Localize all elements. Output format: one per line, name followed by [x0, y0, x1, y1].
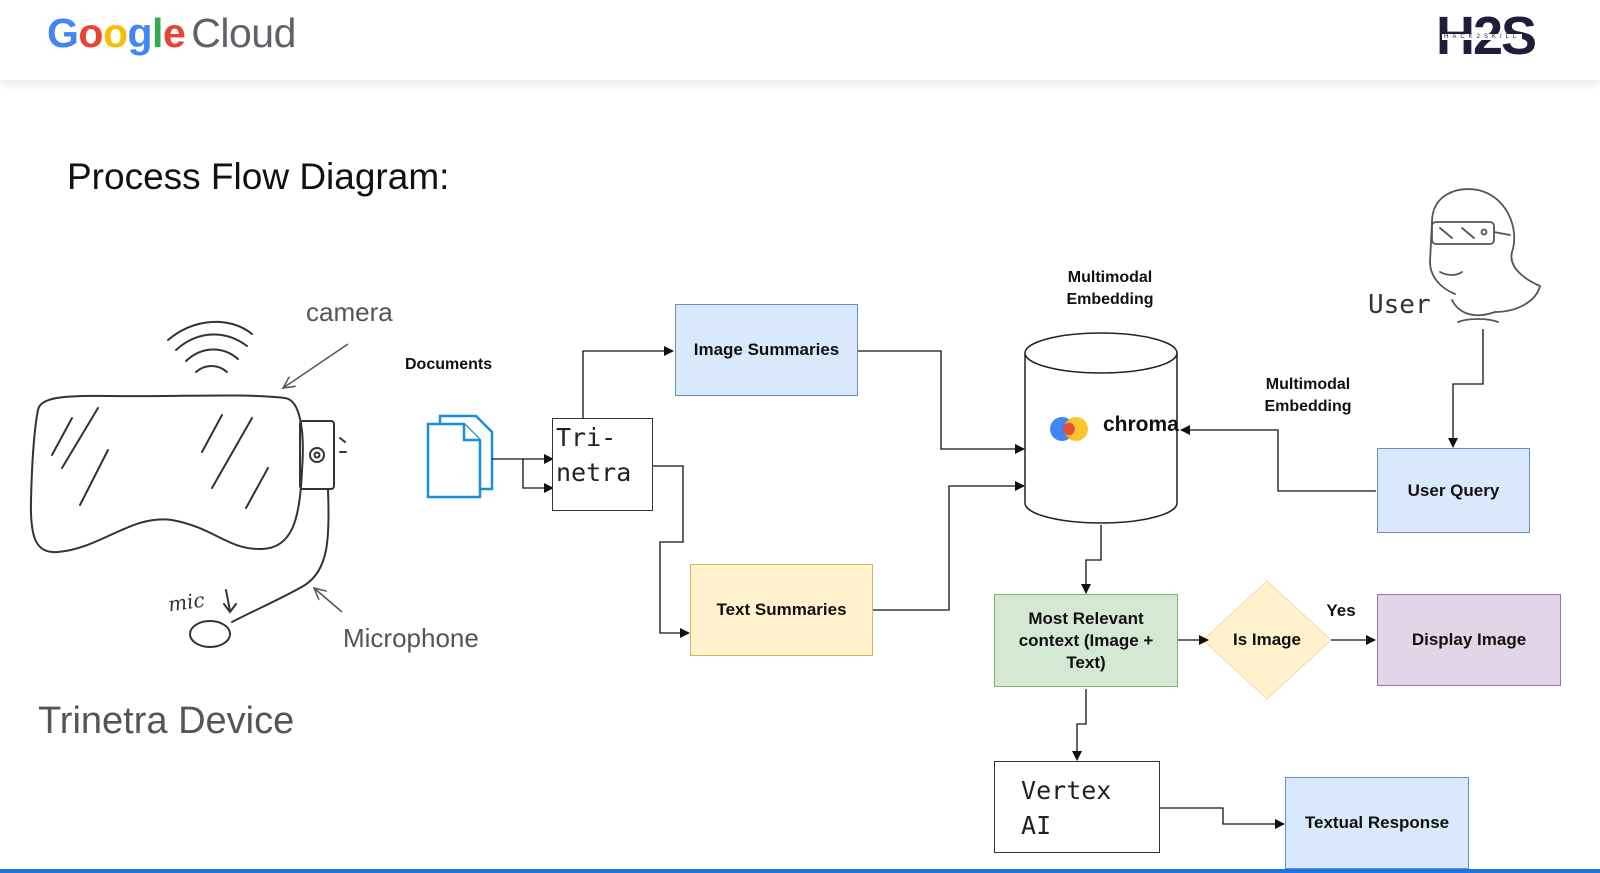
- chroma-database-cylinder: [1024, 332, 1178, 524]
- user-label: User: [1368, 290, 1431, 320]
- text-summaries-to-chroma-connector: [873, 481, 1025, 611]
- is-image-label: Is Image: [1232, 630, 1302, 649]
- slide-title: Process Flow Diagram:: [67, 156, 450, 197]
- wifi-signal-icon: [167, 321, 253, 373]
- chroma-logo: chroma: [1049, 413, 1179, 437]
- camera-pointer-arrow: [283, 343, 349, 388]
- vertex-ai-to-textual-response-connector: [1160, 807, 1285, 829]
- trinetra-to-text-summaries-connector: [653, 465, 690, 638]
- chroma-icon: [1050, 417, 1088, 441]
- trinetra-node: Tri- netra: [552, 418, 653, 511]
- documents-to-trinetra-connector-2: [522, 459, 554, 493]
- user-sketch-icon: [1429, 188, 1542, 323]
- bottom-accent-bar: [0, 869, 1600, 873]
- display-image-node: Display Image: [1377, 594, 1561, 686]
- documents-label: Documents: [405, 356, 493, 373]
- chroma-label: chroma: [1103, 413, 1179, 436]
- user-to-user-query-connector: [1448, 329, 1484, 448]
- google-wordmark: Google: [47, 10, 186, 56]
- hack2skill-logo-text: HACK2SKILL: [1442, 34, 1523, 40]
- cloud-wordmark: Cloud: [191, 10, 296, 56]
- context-to-vertex-ai-connector: [1072, 689, 1087, 761]
- image-summaries-to-chroma-connector: [858, 350, 1025, 454]
- mic-handwritten-label: mic: [166, 587, 207, 617]
- chroma-to-context-connector: [1081, 525, 1102, 594]
- h2s-logo: H2S HACK2SKILL: [1436, 9, 1556, 63]
- trinetra-to-image-summaries-connector: [582, 346, 674, 418]
- multimodal-embedding-top-label: Multimodal Embedding: [1066, 269, 1154, 308]
- text-summaries-node: Text Summaries: [690, 564, 873, 656]
- textual-response-node: Textual Response: [1285, 777, 1469, 869]
- multimodal-embedding-side-label: Multimodal Embedding: [1264, 376, 1352, 415]
- camera-label: camera: [306, 297, 393, 327]
- microphone-pointer-arrow: [314, 588, 343, 613]
- image-summaries-node: Image Summaries: [675, 304, 858, 396]
- microphone-label: Microphone: [343, 623, 479, 653]
- documents-icon: [426, 414, 494, 499]
- vertex-ai-node: Vertex AI: [994, 761, 1160, 853]
- device-title: Trinetra Device: [38, 700, 295, 742]
- user-query-node: User Query: [1377, 448, 1530, 533]
- most-relevant-context-node: Most Relevant context (Image + Text): [994, 594, 1178, 687]
- yes-branch-label: Yes: [1326, 601, 1356, 620]
- goggles-sketch-icon: [29, 394, 347, 648]
- user-query-to-chroma-connector: [1180, 425, 1376, 492]
- is-image-decision-diamond: [1202, 580, 1332, 700]
